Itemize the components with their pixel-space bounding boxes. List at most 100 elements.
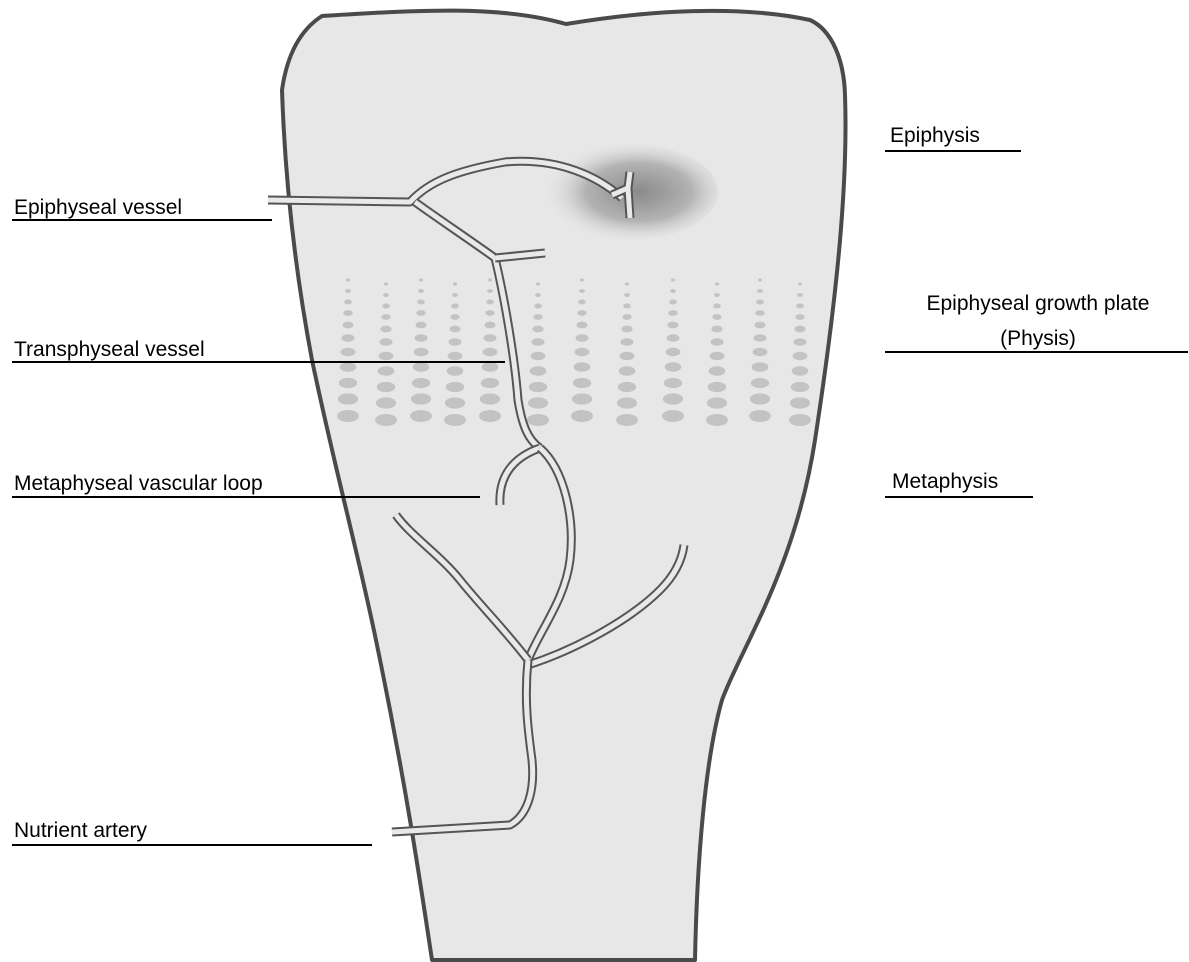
physis-cell bbox=[416, 310, 425, 316]
physis-cell bbox=[487, 289, 493, 293]
physis-cell bbox=[749, 410, 771, 422]
physis-cell bbox=[382, 304, 390, 309]
physis-cell bbox=[625, 282, 629, 285]
physis-cell bbox=[377, 382, 395, 392]
physis-cell bbox=[712, 314, 721, 320]
physis-cell bbox=[795, 314, 804, 320]
physis-cell bbox=[664, 378, 682, 388]
physis-cell bbox=[528, 397, 548, 408]
physis-cell bbox=[754, 322, 765, 329]
physis-cell bbox=[794, 338, 807, 346]
physis-cell bbox=[529, 382, 547, 392]
physis-cell bbox=[791, 382, 809, 392]
physis-cell bbox=[342, 322, 353, 329]
physis-cell bbox=[620, 352, 635, 360]
physis-cell bbox=[706, 414, 728, 426]
physis-cell bbox=[533, 314, 542, 320]
physis-cell bbox=[536, 282, 540, 285]
physis-cell bbox=[342, 334, 355, 342]
physis-cell bbox=[530, 366, 547, 375]
physis-cell bbox=[445, 397, 465, 408]
physis-cell bbox=[757, 289, 763, 293]
physis-cell bbox=[449, 338, 462, 346]
physis-cell bbox=[617, 397, 637, 408]
physis-cell bbox=[573, 378, 591, 388]
physis-cell bbox=[412, 378, 430, 388]
physis-cell bbox=[479, 410, 501, 422]
physis-cell bbox=[622, 314, 631, 320]
physis-cell bbox=[662, 410, 684, 422]
physis-cell bbox=[797, 293, 803, 297]
label-text-metaphyseal-vascular-loop: Metaphyseal vascular loop bbox=[14, 472, 263, 495]
label-text-growth-plate-line2: (Physis) bbox=[1000, 327, 1076, 350]
physis-cell bbox=[379, 352, 394, 360]
physis-cell bbox=[714, 293, 720, 297]
physis-cell bbox=[580, 278, 584, 281]
physis-cell bbox=[383, 293, 389, 297]
physis-cell bbox=[411, 393, 431, 404]
physis-cell bbox=[527, 414, 549, 426]
physis-cell bbox=[488, 278, 492, 281]
physis-cell bbox=[532, 326, 543, 333]
physis-cell bbox=[413, 362, 430, 371]
physis-cell bbox=[578, 300, 586, 305]
physis-cell bbox=[713, 304, 721, 309]
physis-cell bbox=[534, 304, 542, 309]
label-text-metaphysis: Metaphysis bbox=[892, 470, 998, 493]
label-growth-plate: Epiphyseal growth plate (Physis) bbox=[885, 292, 1188, 352]
physis-cell bbox=[453, 282, 457, 285]
label-text-nutrient-artery: Nutrient artery bbox=[14, 819, 148, 842]
physis-cell bbox=[531, 352, 546, 360]
physis-cell bbox=[452, 293, 458, 297]
physis-cell bbox=[670, 289, 676, 293]
physis-cell bbox=[710, 352, 725, 360]
physis-cell bbox=[671, 278, 675, 281]
physis-cell bbox=[415, 334, 428, 342]
physis-cell bbox=[709, 366, 726, 375]
physis-cell bbox=[482, 362, 499, 371]
physis-cell bbox=[340, 362, 357, 371]
physis-cell bbox=[750, 393, 770, 404]
physis-cell bbox=[344, 300, 352, 305]
physis-cell bbox=[579, 289, 585, 293]
physis-cell bbox=[378, 366, 395, 375]
label-text-epiphyseal-vessel: Epiphyseal vessel bbox=[14, 196, 182, 219]
physis-cell bbox=[667, 334, 680, 342]
physis-cell bbox=[711, 338, 724, 346]
physis-cell bbox=[616, 414, 638, 426]
physis-cell bbox=[341, 348, 356, 356]
physis-cell bbox=[667, 322, 678, 329]
label-text-growth-plate-line1: Epiphyseal growth plate bbox=[927, 292, 1150, 315]
physis-cell bbox=[380, 338, 393, 346]
physis-cell bbox=[577, 310, 586, 316]
physis-cell bbox=[790, 397, 810, 408]
physis-cell bbox=[618, 382, 636, 392]
physis-cell bbox=[758, 278, 762, 281]
physis-cell bbox=[375, 414, 397, 426]
physis-cell bbox=[576, 322, 587, 329]
physis-cell bbox=[483, 348, 498, 356]
physis-cell bbox=[450, 314, 459, 320]
physis-cell bbox=[752, 362, 769, 371]
physis-cell bbox=[789, 414, 811, 426]
physis-cell bbox=[415, 322, 426, 329]
physis-cell bbox=[414, 348, 429, 356]
physis-cell bbox=[623, 304, 631, 309]
physis-cell bbox=[665, 362, 682, 371]
physis-cell bbox=[481, 378, 499, 388]
physis-cell bbox=[484, 322, 495, 329]
physis-cell bbox=[756, 300, 764, 305]
physis-cell bbox=[381, 314, 390, 320]
physis-cell bbox=[446, 382, 464, 392]
physis-cell bbox=[572, 393, 592, 404]
physis-cell bbox=[621, 338, 634, 346]
physis-cell bbox=[376, 397, 396, 408]
physis-cell bbox=[485, 310, 494, 316]
physis-cell bbox=[532, 338, 545, 346]
physis-cell bbox=[449, 326, 460, 333]
label-nutrient-artery: Nutrient artery bbox=[12, 819, 372, 845]
physis-cell bbox=[707, 397, 727, 408]
physis-cell bbox=[380, 326, 391, 333]
physis-cell bbox=[384, 282, 388, 285]
physis-cell bbox=[666, 348, 681, 356]
